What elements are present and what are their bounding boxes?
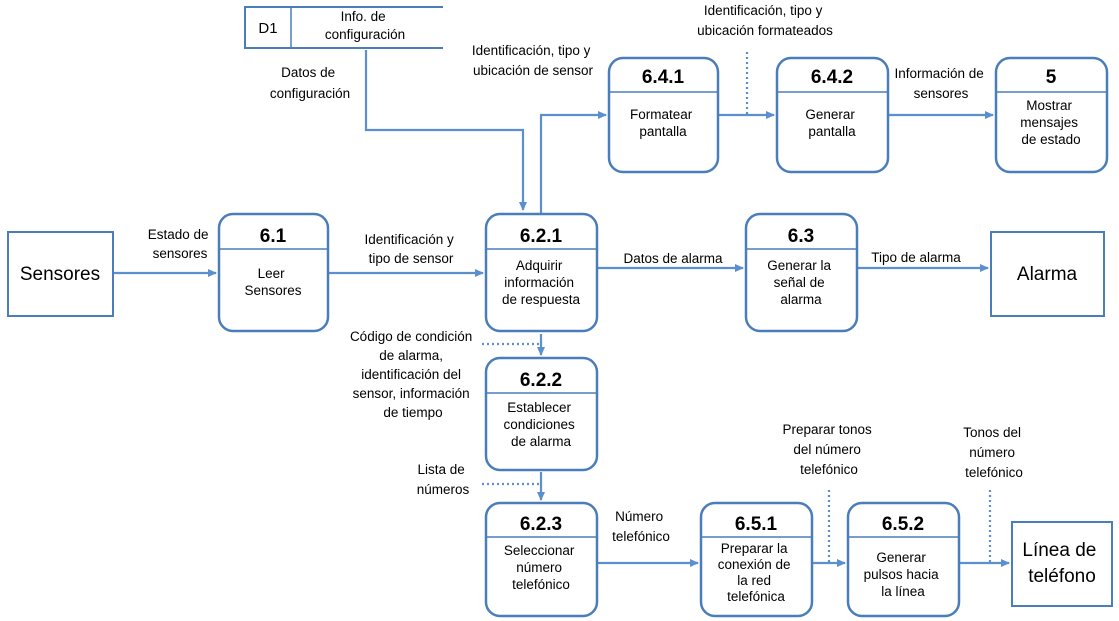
- flows: [114, 50, 1010, 567]
- process-6-4-1: 6.4.1 Formatear pantalla: [607, 56, 720, 174]
- process-name: Seleccionar número telefónico: [504, 543, 578, 592]
- process-name: Generar la señal de alarma: [767, 258, 835, 307]
- process-5: 5 Mostrar mensajes de estado: [994, 56, 1109, 174]
- entity-label: Sensores: [20, 264, 100, 285]
- process-6-4-2: 6.4.2 Generar pantalla: [775, 56, 890, 174]
- flow-labels: Estado de sensores Identificación y tipo…: [148, 3, 1025, 544]
- process-6-3: 6.3 Generar la señal de alarma: [744, 212, 859, 333]
- process-6-1: 6.1 Leer Sensores: [217, 212, 330, 333]
- process-6-2-2: 6.2.2 Establecer condiciones de alarma: [484, 356, 599, 472]
- process-name: Preparar la conexión de la red telefónic…: [718, 541, 795, 604]
- label-tipo-alarma: Tipo de alarma: [871, 250, 961, 265]
- process-6-5-2: 6.5.2 Generar pulsos hacia la línea: [846, 501, 961, 618]
- process-id: 6.5.2: [882, 514, 924, 535]
- process-name: Adquirir información de respuesta: [502, 258, 581, 307]
- flow-ident-ubic-sensor: [539, 111, 607, 213]
- label-datos-alarma: Datos de alarma: [623, 251, 723, 266]
- entity-sensores: Sensores: [7, 231, 114, 317]
- entity-linea-telefono: Línea de teléfono: [1011, 521, 1113, 607]
- flow-datos-config: [364, 50, 527, 211]
- entity-label: Alarma: [1017, 264, 1078, 285]
- process-id: 6.3: [788, 226, 814, 247]
- process-name: Generar pantalla: [805, 107, 858, 139]
- process-6-2-1: 6.2.1 Adquirir información de respuesta: [484, 212, 599, 333]
- label-ident-tipo-sensor: Identificación y tipo de sensor: [364, 232, 457, 266]
- process-name: Generar pulsos hacia la línea: [864, 550, 943, 599]
- datastore-label: Info. de configuración: [325, 9, 405, 42]
- label-estado-sensores: Estado de sensores: [148, 227, 213, 261]
- process-id: 6.5.1: [735, 514, 778, 535]
- process-id: 6.2.1: [520, 226, 563, 247]
- process-name: Formatear pantalla: [630, 107, 696, 139]
- process-name: Establecer condiciones de alarma: [503, 400, 578, 449]
- process-6-2-3: 6.2.3 Seleccionar número telefónico: [484, 501, 599, 618]
- label-numero-telefonico: Número telefónico: [612, 509, 670, 544]
- process-id: 5: [1046, 67, 1057, 88]
- datastore-id: D1: [258, 20, 277, 37]
- datastore-d1: D1 Info. de configuración: [244, 6, 443, 49]
- label-preparar-tonos: Preparar tonos del número telefónico: [782, 422, 875, 477]
- process-id: 6.2.2: [520, 370, 562, 391]
- label-info-sensores: Información de sensores: [894, 66, 987, 101]
- process-id: 6.1: [260, 226, 287, 247]
- process-name: Mostrar mensajes de estado: [1020, 98, 1082, 147]
- process-id: 6.4.1: [642, 67, 685, 88]
- entity-alarma: Alarma: [990, 231, 1105, 317]
- label-ident-formateados: Identificación, tipo y ubicación formate…: [697, 3, 833, 38]
- label-codigo-condicion: Código de condición de alarma, identific…: [350, 329, 476, 420]
- label-datos-config: Datos de configuración: [270, 65, 350, 101]
- process-6-5-1: 6.5.1 Preparar la conexión de la red tel…: [699, 501, 814, 618]
- process-id: 6.4.2: [811, 67, 853, 88]
- process-name: Leer Sensores: [244, 266, 301, 298]
- process-id: 6.2.3: [520, 514, 562, 535]
- entity-label: Línea de teléfono: [1022, 540, 1101, 587]
- label-ident-ubic-sensor: Identificación, tipo y ubicación de sens…: [472, 43, 594, 78]
- label-tonos-numero: Tonos del número telefónico: [963, 425, 1025, 480]
- label-lista-numeros: Lista de números: [417, 462, 470, 497]
